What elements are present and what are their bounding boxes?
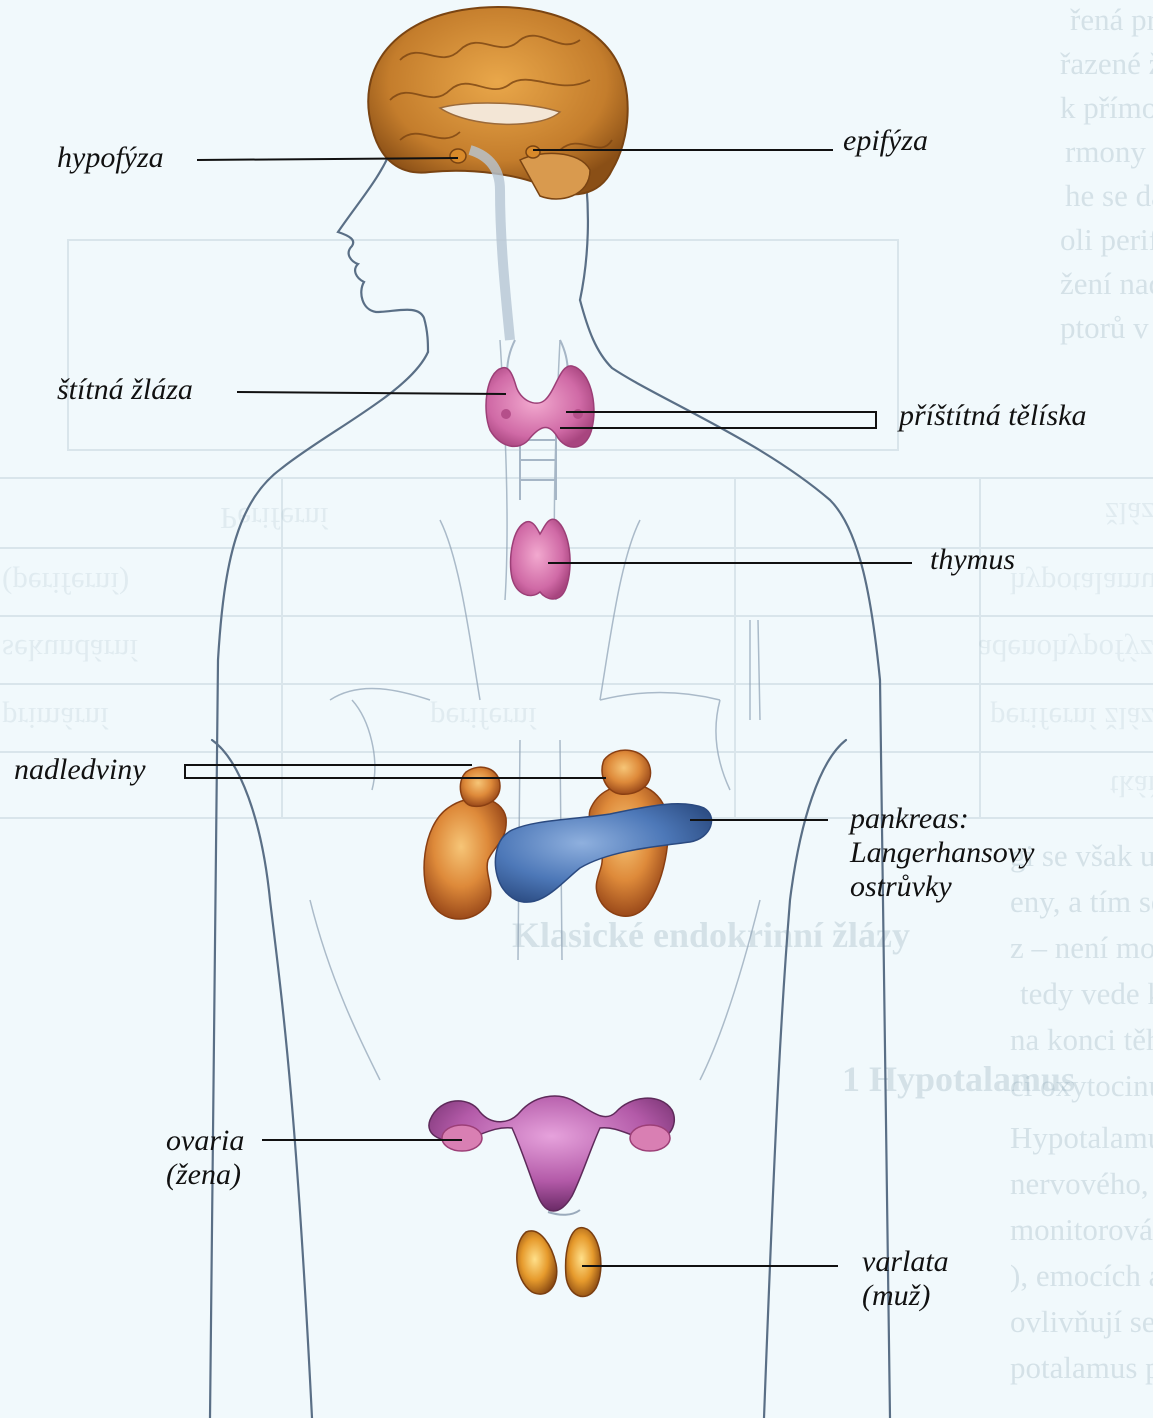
label-pristitna-teliska: příštítná tělíska [899, 399, 1087, 433]
left-kidney [424, 767, 506, 919]
label-langerhansovy: Langerhansovy [850, 836, 1034, 870]
label-varlata: varlata [862, 1245, 949, 1279]
body-outline [210, 148, 890, 1418]
label-pankreas: pankreas: [850, 802, 969, 836]
label-zena: (žena) [166, 1158, 241, 1192]
label-ostruvky: ostrůvky [850, 870, 952, 904]
label-muz: (muž) [862, 1279, 930, 1313]
label-ovaria: ovaria [166, 1124, 244, 1158]
leader-line-nadledviny [185, 765, 606, 778]
label-stitna-zlaza: štítná žláza [57, 373, 193, 407]
testes [517, 1210, 601, 1297]
right-testis [566, 1228, 601, 1297]
label-nadledviny: nadledviny [14, 753, 146, 787]
thyroid-gland [486, 366, 594, 447]
parathyroid-gland [501, 409, 511, 419]
brain [368, 7, 627, 340]
right-ovary [630, 1125, 670, 1151]
left-adrenal-gland [460, 767, 500, 806]
uterus-and-ovaries [429, 1096, 674, 1211]
label-hypofyza: hypofýza [57, 141, 164, 175]
label-epifyza: epifýza [843, 124, 928, 158]
label-thymus: thymus [930, 543, 1015, 577]
left-ovary [442, 1125, 482, 1151]
pineal-gland [526, 146, 540, 158]
left-testis [517, 1231, 557, 1294]
right-adrenal-gland [602, 750, 651, 794]
pituitary-gland [450, 149, 466, 163]
leader-line-stitna-zlaza [237, 392, 506, 394]
skeleton-sketch [310, 340, 760, 1080]
parathyroid-gland [573, 409, 583, 419]
thymus-gland [511, 519, 571, 599]
